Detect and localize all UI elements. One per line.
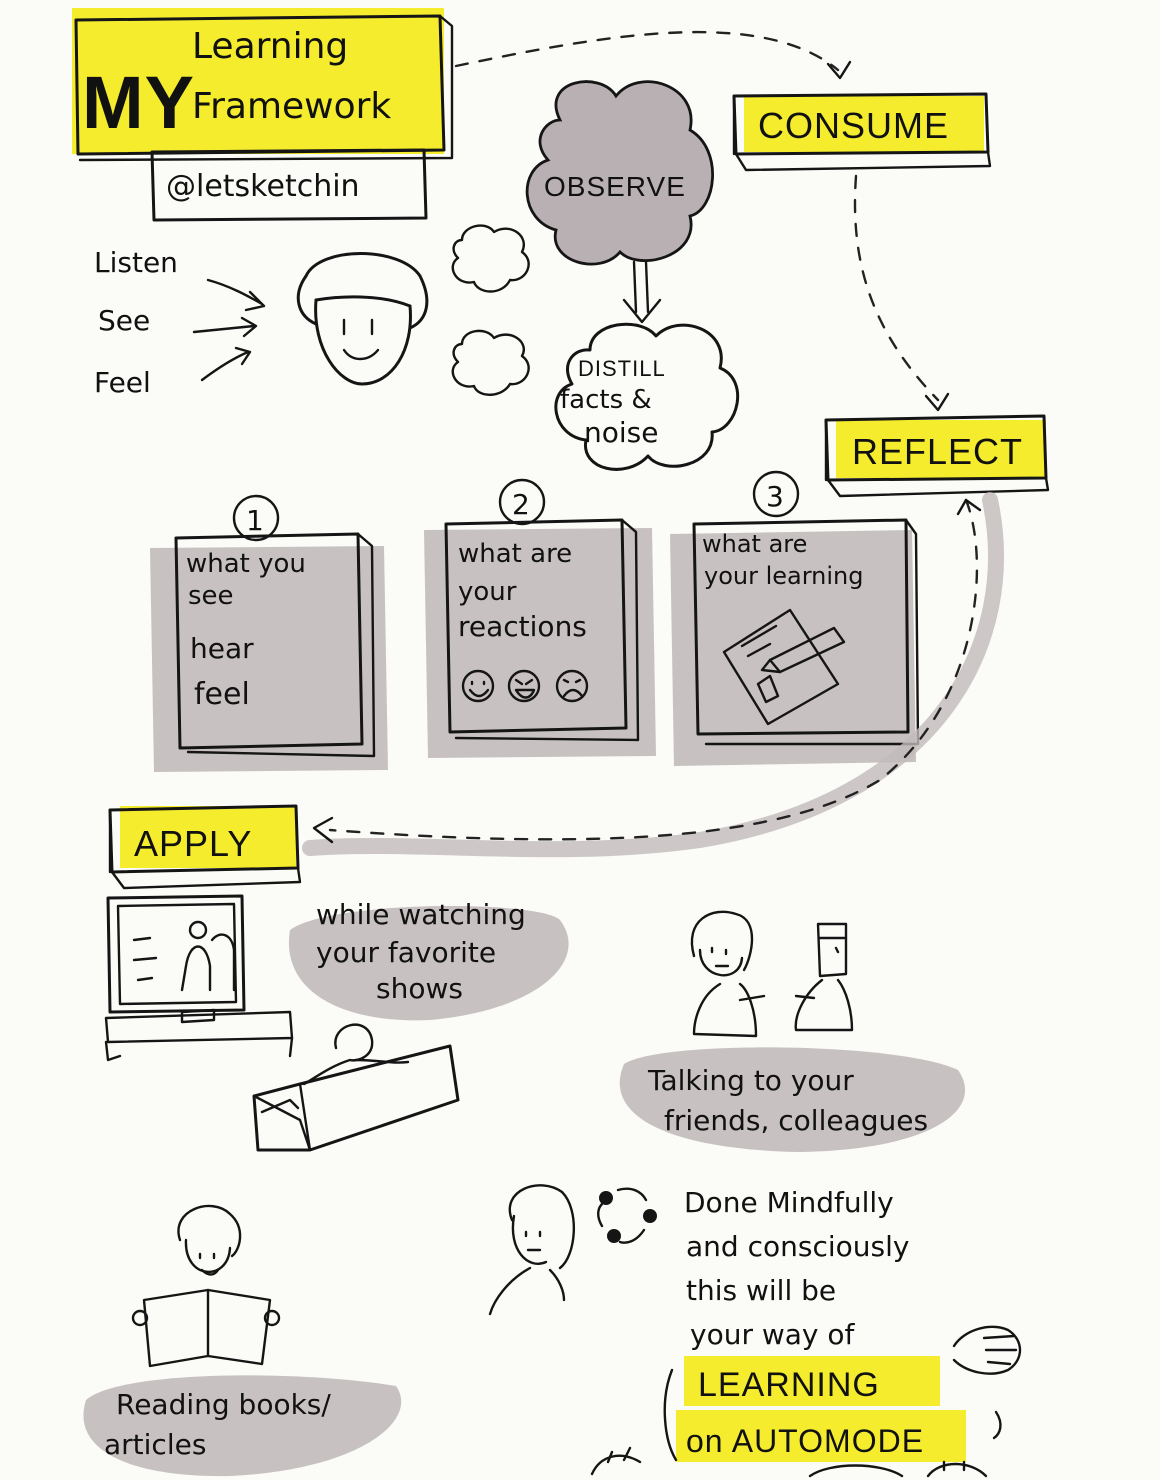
clapping-hand-icon (952, 1325, 1022, 1375)
face-icon (296, 252, 429, 386)
distill-line2: facts & (560, 385, 652, 415)
step-1-line3: hear (190, 632, 254, 665)
reflect-label: REFLECT (852, 431, 1023, 472)
handle-text: @letsketchin (166, 169, 360, 204)
step-1-line4: feel (194, 677, 250, 712)
read-line2: articles (104, 1428, 206, 1461)
tv-stand-icon (104, 1010, 294, 1044)
person-back-icon (302, 1023, 374, 1086)
observe-label: OBSERVE (544, 171, 686, 202)
conclusion-highlight2: on AUTOMODE (686, 1423, 924, 1459)
consume-label: CONSUME (758, 105, 949, 146)
step-1: 1 what you see hear feel (150, 494, 388, 772)
arrow-see-icon (192, 316, 258, 338)
senses-list: Listen See Feel (94, 246, 266, 399)
read-line1: Reading books/ (116, 1388, 331, 1421)
conclusion: Done Mindfully and consciously this will… (488, 1184, 1022, 1478)
title-line2: Framework (192, 86, 391, 127)
couch-icon (252, 1044, 460, 1152)
tv-line2: your favorite (316, 936, 496, 969)
stage-consume: CONSUME (732, 92, 992, 172)
thought-bubble-upper-icon (451, 224, 530, 293)
cycle-icon (597, 1187, 657, 1244)
conclusion-line4: your way of (690, 1318, 856, 1351)
step-2: 2 what are your reactions (424, 478, 656, 758)
step-3-number: 3 (766, 480, 784, 513)
step-3: 3 what are your learning (670, 470, 920, 766)
step-2-line2: your (458, 577, 517, 607)
conclusion-line1: Done Mindfully (684, 1186, 894, 1219)
arrow-listen-icon (206, 278, 266, 312)
smiley-excited-icon (507, 669, 541, 703)
step-1-line1: what you (186, 549, 306, 579)
smiley-sad-icon (555, 669, 589, 703)
step-1-number: 1 (246, 504, 264, 537)
reading-scene: Reading books/ articles (83, 1204, 402, 1477)
step-3-line2: your learning (704, 562, 864, 590)
person-reading-book-icon (131, 1204, 281, 1368)
notebook-pen-icon (722, 608, 846, 726)
smiley-happy-icon (461, 669, 495, 703)
title-my: MY (82, 61, 195, 144)
sense-listen: Listen (94, 246, 178, 279)
tv-scene (104, 894, 460, 1152)
handle-box: @letsketchin (150, 148, 428, 222)
thought-bubble-lower-icon (451, 329, 530, 396)
distill-cloud: DISTILL facts & noise (554, 322, 740, 471)
step-2-line1: what are (458, 539, 572, 569)
apply-label: APPLY (134, 823, 252, 864)
title-block: MY Learning Framework (72, 8, 454, 162)
step-2-number: 2 (512, 488, 530, 521)
talk-line2: friends, colleagues (664, 1104, 928, 1137)
talking-scene: Talking to your friends, colleagues (619, 910, 966, 1152)
sense-feel: Feel (94, 366, 151, 399)
tv-line3: shows (376, 972, 463, 1005)
stage-reflect: REFLECT (824, 414, 1050, 498)
sense-see: See (98, 304, 150, 337)
talk-line1: Talking to your (647, 1064, 854, 1097)
title-line1: Learning (192, 26, 348, 67)
step-1-line2: see (188, 581, 234, 611)
conclusion-line3: this will be (686, 1274, 836, 1307)
conclusion-highlight1: LEARNING (698, 1366, 880, 1404)
stage-apply: APPLY (108, 804, 302, 890)
tv-icon (106, 894, 246, 1014)
person-listening-icon (794, 922, 854, 1032)
tv-caption: while watching your favorite shows (288, 898, 569, 1021)
person-talking-icon (690, 910, 766, 1038)
arrow-feel-icon (200, 346, 252, 382)
step-2-line3: reactions (458, 610, 587, 643)
observe-cloud: OBSERVE (525, 80, 714, 266)
thinking-person-icon (488, 1184, 575, 1316)
tv-line1: while watching (316, 898, 526, 931)
distill-title: DISTILL (578, 356, 666, 381)
step-3-line1: what are (702, 530, 807, 558)
distill-line3: noise (584, 416, 658, 449)
conclusion-line2: and consciously (686, 1230, 909, 1263)
